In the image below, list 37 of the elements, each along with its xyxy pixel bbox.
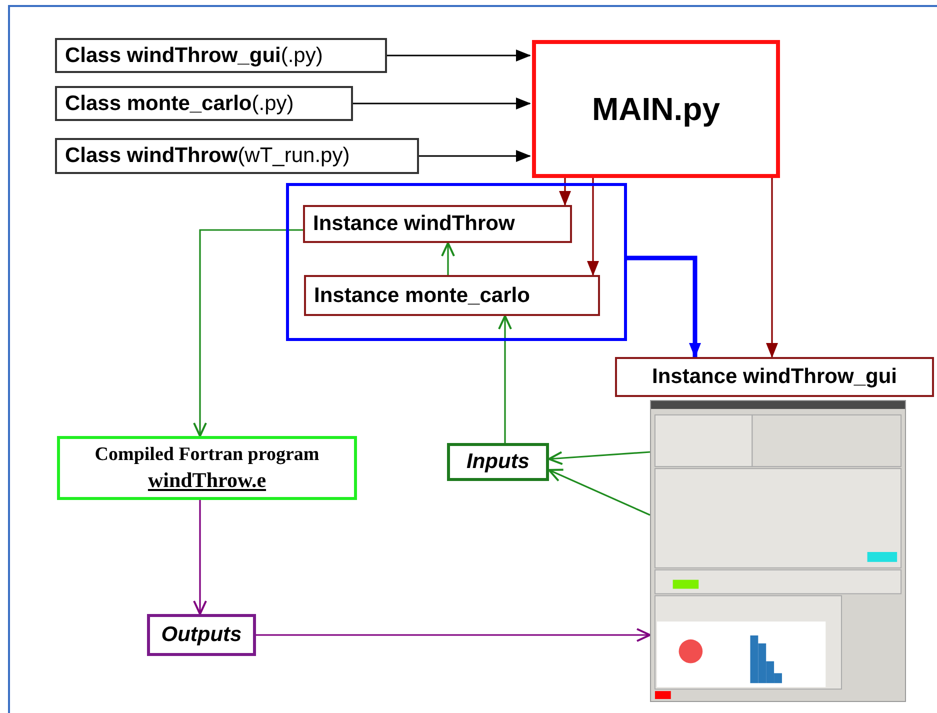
arrow — [387, 50, 531, 62]
arrow — [627, 256, 701, 358]
arrow — [193, 500, 207, 615]
arrow — [766, 178, 778, 358]
arrow — [256, 628, 651, 642]
outputs-box — [147, 614, 256, 656]
arrow — [559, 178, 571, 206]
class-box — [55, 38, 387, 73]
inputs-box — [447, 443, 549, 481]
main-box — [532, 40, 780, 178]
group-box — [286, 183, 627, 341]
arrow — [548, 451, 650, 466]
arrow — [441, 242, 455, 275]
node-label: Instance windThrow — [313, 211, 515, 238]
arrow — [193, 229, 303, 437]
node-label: Class windThrow(wT_run.py) — [65, 143, 350, 170]
instance-box — [615, 357, 934, 397]
arrow — [587, 178, 599, 276]
node-label: MAIN.py — [592, 90, 720, 129]
node-label: Inputs — [466, 449, 530, 476]
arrow — [353, 98, 531, 110]
class-box — [55, 138, 419, 174]
class-box — [55, 86, 353, 121]
node-label: Instance monte_carlo — [314, 282, 530, 309]
arrow — [498, 315, 512, 443]
node-label: Compiled Fortran program — [94, 443, 320, 467]
arrow — [548, 468, 650, 516]
node-label: Class monte_carlo(.py) — [65, 90, 294, 117]
node-label: Instance windThrow_gui — [652, 364, 898, 390]
program-box — [57, 436, 357, 500]
node-label: Outputs — [161, 622, 242, 648]
arrow — [419, 150, 531, 162]
gui-screenshot-placeholder — [650, 400, 906, 702]
node-label: windThrow.e — [148, 466, 266, 493]
instance-box — [304, 275, 600, 316]
instance-box — [303, 205, 572, 243]
node-label: Class windThrow_gui(.py) — [65, 42, 323, 69]
